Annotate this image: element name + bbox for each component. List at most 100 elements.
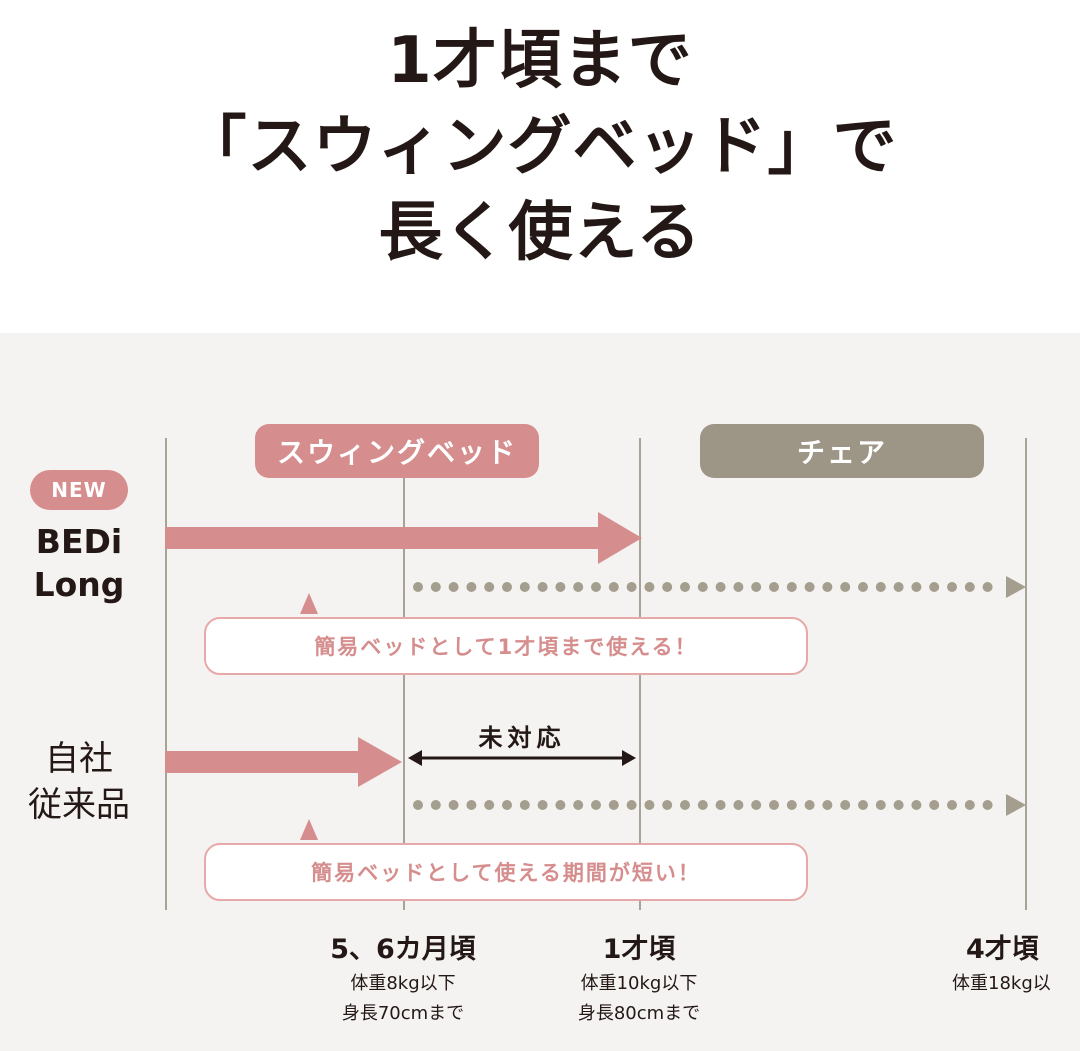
bedi-callout: 簡易ベッドとして1才頃まで使える！ bbox=[204, 617, 808, 675]
dot bbox=[466, 582, 477, 592]
tick-6month-label: 5、6カ月頃 bbox=[330, 934, 476, 965]
dot bbox=[769, 800, 779, 810]
tick-1year-weight: 体重10kg以下 bbox=[580, 973, 698, 994]
new-badge: NEW bbox=[30, 470, 128, 510]
dot bbox=[430, 800, 441, 810]
dot bbox=[484, 582, 495, 592]
dot bbox=[519, 582, 530, 592]
dot bbox=[875, 582, 886, 592]
dot bbox=[840, 582, 851, 592]
dot bbox=[786, 800, 797, 810]
phase-chair-label: チェア bbox=[700, 424, 984, 478]
unsupported-range-arrow bbox=[408, 750, 636, 766]
conventional-swing-arrow bbox=[165, 737, 402, 787]
conventional-callout: 簡易ベッドとして使える期間が短い！ bbox=[204, 843, 808, 901]
dot bbox=[502, 800, 512, 810]
dot bbox=[697, 800, 708, 810]
row-label-bedi-line-1: BEDi bbox=[35, 522, 123, 561]
tick-4year-label: 4才頃 bbox=[966, 934, 1039, 965]
dot bbox=[608, 582, 619, 592]
dot bbox=[555, 800, 566, 810]
dot bbox=[413, 800, 423, 810]
dot bbox=[591, 800, 601, 810]
dot bbox=[697, 582, 708, 592]
dot bbox=[964, 800, 975, 810]
dot bbox=[893, 582, 904, 592]
dot bbox=[769, 582, 779, 592]
dot bbox=[662, 800, 673, 810]
dot bbox=[929, 800, 940, 810]
dot bbox=[822, 800, 833, 810]
tick-1year-label: 1才頃 bbox=[602, 934, 676, 965]
dot bbox=[608, 800, 619, 810]
dot bbox=[804, 800, 815, 810]
dot bbox=[626, 582, 637, 592]
dot bbox=[591, 582, 601, 592]
title-line-3: 長く使える bbox=[378, 196, 702, 270]
dot bbox=[430, 582, 441, 592]
dot bbox=[982, 800, 993, 810]
dot bbox=[484, 800, 495, 810]
dot bbox=[448, 582, 459, 592]
dot bbox=[947, 800, 957, 810]
dot bbox=[804, 582, 815, 592]
dot bbox=[840, 800, 851, 810]
dot bbox=[929, 582, 940, 592]
bedi-callout-pointer bbox=[300, 593, 318, 614]
dot bbox=[573, 800, 584, 810]
title-line-1: 1才頃まで bbox=[387, 24, 693, 98]
dot bbox=[680, 800, 690, 810]
dot bbox=[786, 582, 797, 592]
dot bbox=[537, 800, 548, 810]
dot bbox=[947, 582, 957, 592]
dot bbox=[858, 800, 868, 810]
dot bbox=[733, 800, 744, 810]
row-label-conventional-line-1: 自社 bbox=[45, 739, 113, 779]
dot bbox=[573, 582, 584, 592]
phase-swing-bed-label: スウィングベッド bbox=[255, 424, 539, 478]
dot bbox=[715, 582, 726, 592]
tick-6month-height: 身長70cmまで bbox=[341, 1003, 465, 1024]
dot bbox=[662, 582, 673, 592]
dot bbox=[911, 582, 922, 592]
row-label-conventional: 自社 従来品 bbox=[10, 736, 148, 828]
tick-4year-weight: 体重18kg以 bbox=[952, 973, 1051, 994]
row-label-bedi-line-2: Long bbox=[33, 565, 125, 604]
unsupported-label: 未対応 bbox=[478, 724, 566, 752]
dot bbox=[413, 582, 423, 592]
conventional-callout-pointer bbox=[300, 819, 318, 840]
dot bbox=[626, 800, 637, 810]
dot bbox=[982, 582, 993, 592]
bedi-swing-arrow bbox=[165, 512, 642, 564]
dot bbox=[751, 582, 762, 592]
timeline-6month-line bbox=[403, 452, 405, 910]
row-label-conventional-line-2: 従来品 bbox=[28, 785, 130, 825]
bedi-chair-arrowhead bbox=[1006, 576, 1026, 598]
title-line-2: 「スウィングベッド」で bbox=[182, 110, 898, 184]
dot bbox=[822, 582, 833, 592]
dot bbox=[519, 800, 530, 810]
dot bbox=[680, 582, 690, 592]
dot bbox=[751, 800, 762, 810]
dot bbox=[911, 800, 922, 810]
bedi-chair-dots bbox=[413, 582, 993, 592]
dot bbox=[555, 582, 566, 592]
timeline-4year-line bbox=[1025, 438, 1027, 910]
dot bbox=[644, 582, 655, 592]
timeline-start-line bbox=[165, 438, 167, 910]
dot bbox=[858, 582, 868, 592]
dot bbox=[448, 800, 459, 810]
dot bbox=[893, 800, 904, 810]
page-title: 1才頃まで 「スウィングベッド」で 長く使える bbox=[0, 18, 1080, 276]
dot bbox=[964, 582, 975, 592]
row-label-bedi-long: BEDi Long bbox=[10, 520, 148, 606]
tick-1year-height: 身長80cmまで bbox=[577, 1003, 701, 1024]
conventional-chair-arrowhead bbox=[1006, 794, 1026, 816]
dot bbox=[466, 800, 477, 810]
dot bbox=[875, 800, 886, 810]
dot bbox=[537, 582, 548, 592]
dot bbox=[502, 582, 512, 592]
dot bbox=[733, 582, 744, 592]
tick-6month-weight: 体重8kg以下 bbox=[350, 973, 456, 994]
